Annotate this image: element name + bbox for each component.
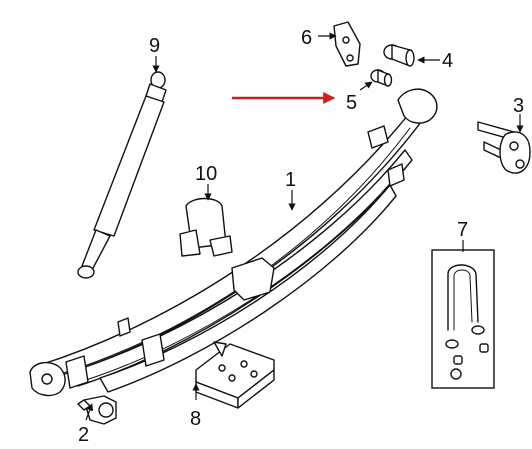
leaf-spring	[29, 88, 438, 397]
callout-leaf-spring: 1	[285, 169, 296, 191]
callout-u-bolt-kit: 7	[457, 219, 468, 241]
callout-bushing: 5	[346, 92, 357, 114]
callout-shackle: 3	[513, 95, 524, 117]
bump-stop	[179, 197, 233, 257]
shackle	[477, 121, 531, 174]
front-bushing	[77, 395, 117, 425]
shock-absorber	[77, 71, 167, 279]
bolt	[383, 44, 415, 67]
bracket	[333, 21, 361, 67]
leader-lines	[85, 32, 524, 421]
u-bolt-kit	[431, 249, 495, 389]
callout-bracket: 6	[301, 27, 312, 49]
callout-front-bushing: 2	[78, 424, 89, 446]
callout-shock-absorber: 9	[149, 35, 160, 57]
callout-spring-plate: 8	[190, 408, 201, 430]
callout-bolt: 4	[442, 50, 453, 72]
bushing	[370, 69, 393, 87]
callout-bump-stop: 10	[195, 163, 217, 185]
spring-plate	[195, 341, 275, 409]
